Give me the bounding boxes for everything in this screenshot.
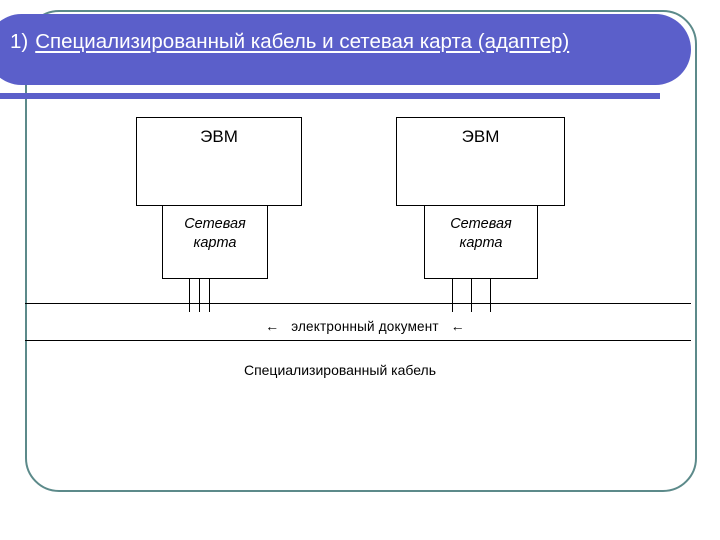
connector-left-3 <box>209 278 210 312</box>
network-card-box-left: Сетевая карта <box>162 205 268 279</box>
connector-right-1 <box>452 278 453 312</box>
network-card-box-right: Сетевая карта <box>424 205 538 279</box>
title-number: 1) <box>10 30 29 53</box>
banner-underline-rule <box>0 93 660 99</box>
electronic-document-label: ← электронный документ ← <box>200 318 530 334</box>
page-title: 1) Специализированный кабель и сетевая ка… <box>10 28 710 56</box>
specialized-cable-text: Специализированный кабель <box>243 362 437 378</box>
network-card-label-right-line1: Сетевая <box>450 216 512 232</box>
connector-right-3 <box>490 278 491 312</box>
computer-label-right: ЭВМ <box>461 127 500 146</box>
network-card-label-left-line2: карта <box>193 235 237 251</box>
title-label: Специализированный кабель и сетевая карт… <box>35 30 570 53</box>
cable-line-top <box>25 303 691 304</box>
connector-left-1 <box>189 278 190 312</box>
computer-box-right: ЭВМ <box>396 117 565 206</box>
network-card-label-right-line2: карта <box>459 235 503 251</box>
network-card-label-left-line1: Сетевая <box>184 216 246 232</box>
arrow-left-icon: ← <box>265 318 280 334</box>
content-frame <box>25 10 697 492</box>
specialized-cable-label: Специализированный кабель <box>180 362 500 378</box>
computer-box-left: ЭВМ <box>136 117 302 206</box>
title-banner: 1) Специализированный кабель и сетевая ка… <box>0 14 691 85</box>
connector-left-2 <box>199 278 200 312</box>
computer-label-left: ЭВМ <box>200 127 238 146</box>
connector-right-2 <box>471 278 472 312</box>
electronic-document-text: электронный документ <box>291 319 439 334</box>
arrow-right-icon: ← <box>450 318 465 334</box>
cable-line-bottom <box>25 340 691 341</box>
